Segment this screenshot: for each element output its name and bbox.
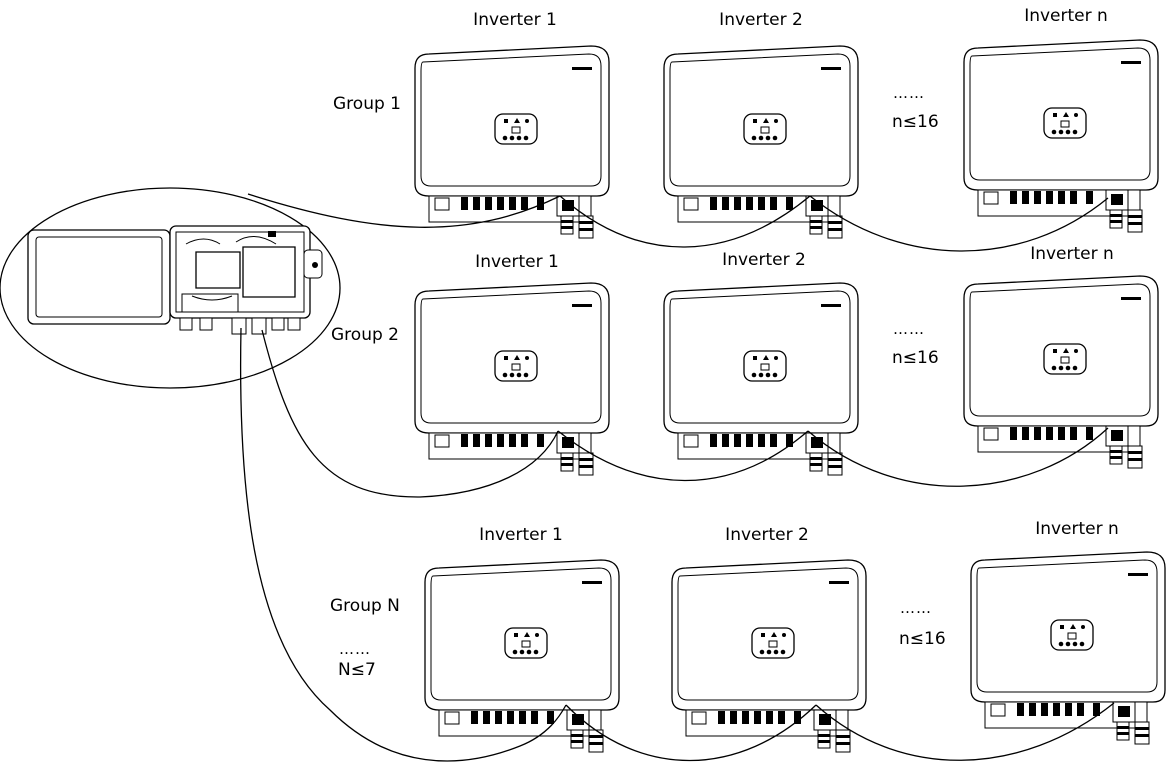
inverter-label: Inverter 1: [475, 252, 559, 272]
inverter-label: Inverter 2: [719, 10, 803, 30]
ellipsis-text: ……: [339, 640, 371, 658]
inverter-icon: [424, 559, 620, 753]
inverter-label: Inverter n: [1024, 6, 1108, 26]
inverter-label: Inverter 2: [725, 525, 809, 545]
group-label: Group 2: [331, 325, 399, 345]
count-limit-text: n≤16: [892, 348, 939, 368]
group-label: Group N: [330, 596, 400, 616]
inverter-icon: [963, 275, 1159, 469]
communication-cable: [241, 194, 1114, 761]
count-limit-text: n≤16: [899, 629, 946, 649]
inverter-label: Inverter 1: [479, 525, 563, 545]
ellipsis-text: ……: [893, 84, 925, 102]
inverter-label: Inverter 1: [473, 10, 557, 30]
ellipsis-text: ……: [900, 599, 932, 617]
inverter-icon: [663, 282, 859, 476]
inverter-label: Inverter n: [1035, 519, 1119, 539]
inverter-icon: [414, 45, 610, 239]
inverter-label: Inverter n: [1030, 244, 1114, 264]
inverter-icon: [963, 39, 1159, 233]
monitoring-box-icon: [0, 188, 340, 388]
inverter-icon: [671, 559, 867, 753]
count-limit-text: n≤16: [892, 112, 939, 132]
group-label: Group 1: [333, 94, 401, 114]
ellipsis-text: ……: [893, 320, 925, 338]
inverter-label: Inverter 2: [722, 250, 806, 270]
group-limit-text: N≤7: [338, 660, 376, 680]
inverter-icon: [970, 551, 1166, 745]
